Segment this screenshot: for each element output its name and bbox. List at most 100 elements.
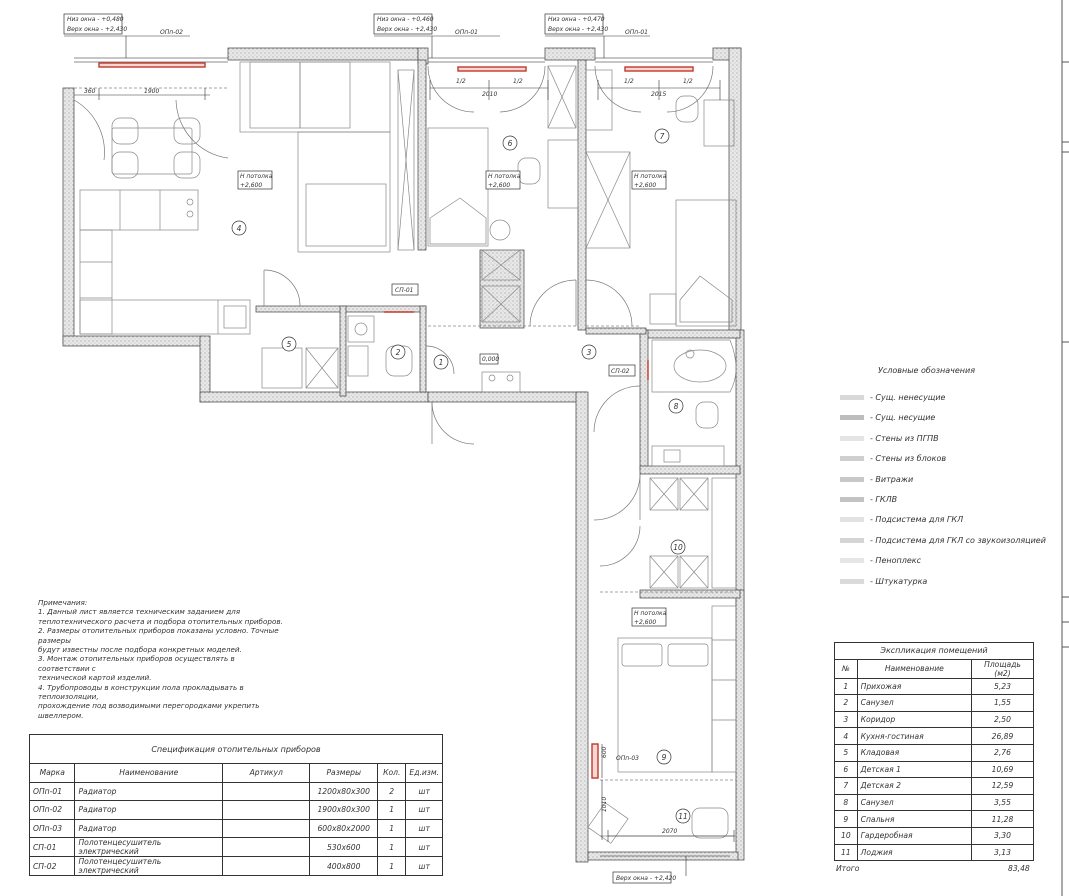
notes: Примечания: 1. Данный лист является техн… [38, 598, 288, 720]
spec-col-mark: Марка [28, 763, 76, 783]
ceiling-title-7: Н потолка [634, 173, 667, 180]
legend-swatch [840, 395, 864, 400]
legend-title: Условные обозначения [878, 366, 976, 375]
explication-cell: 12,59 [970, 777, 1035, 795]
legend-item: - Подсистема для ГКЛ со звукоизоляцией [840, 536, 1060, 546]
spec-cell: шт [405, 837, 443, 857]
legend-label: - Стены из ПГПВ [870, 433, 939, 443]
explication-cell: 1 [834, 677, 858, 696]
explication-cell: 1,55 [970, 694, 1035, 712]
legend-label: - Сущ. несущие [870, 413, 936, 423]
explication-cell: 2 [834, 694, 858, 712]
legend-label: - Подсистема для ГКЛ со звукоизоляцией [870, 535, 1046, 545]
spec-cell: 1900x80x300 [309, 800, 379, 820]
legend-label: - Пеноплекс [870, 556, 921, 566]
room-number-3: 3 [587, 348, 592, 357]
explication-cell: 3,13 [970, 843, 1035, 862]
spec-cell: шт [405, 781, 443, 801]
ceiling-title-4: Н потолка [240, 173, 273, 180]
ceiling-title-6: Н потолка [488, 173, 521, 180]
spec-table: Спецификация отопительных приборов Марка… [28, 734, 443, 876]
dim-half-d: 1/2 [683, 78, 693, 85]
explication-cell: Детская 1 [856, 760, 972, 779]
legend-label: - Сущ. ненесущие [870, 393, 946, 402]
room-number-8: 8 [674, 402, 679, 411]
notes-title: Примечания: [38, 598, 88, 607]
dim-2010: 2010 [482, 91, 497, 98]
explication-cell: 3 [834, 710, 858, 729]
explication-cell: 4 [834, 727, 858, 745]
spec-cell [222, 818, 311, 838]
legend-label: - Стены из блоков [870, 454, 947, 464]
spec-cell: Полотенцесушитель электрический [74, 837, 224, 857]
window-label-1-low: Низ окна - +0,480 [67, 16, 124, 23]
radiator-op01-room6 [457, 66, 527, 72]
legend-swatch [840, 517, 864, 523]
dim-360: 360 [84, 88, 96, 95]
radiators [98, 62, 694, 779]
legend-swatch [840, 456, 864, 462]
expl-col-area: Площадь (м2) [970, 658, 1035, 679]
spec-cell: 1 [377, 800, 407, 820]
explication-cell: 6 [834, 760, 858, 779]
legend-item: - Витражи [840, 475, 1060, 485]
spec-cell: СП-02 [28, 856, 76, 876]
legend-item: - Пеноплекс [840, 556, 1060, 566]
window-mark-2: ОПп-01 [455, 29, 478, 36]
note-2: 2. Размеры отопительных приборов показан… [38, 626, 279, 655]
bottom-window-label: Верх окна - +2,420 [616, 875, 676, 882]
legend-label: - Витражи [870, 474, 914, 484]
explication-cell: 10,69 [970, 760, 1035, 779]
dim-1900: 1900 [144, 88, 159, 95]
explication-cell: 2,50 [970, 710, 1035, 729]
spec-cell: 530x600 [309, 837, 379, 857]
ceiling-value-4: +2,600 [240, 182, 262, 189]
room-circles [231, 128, 691, 824]
spec-cell: Радиатор [74, 781, 224, 801]
spec-col-article: Артикул [222, 763, 311, 783]
legend-item: - Сущ. несущие [840, 413, 1060, 423]
legend-swatch [840, 578, 864, 584]
mark-op03: ОПп-03 [616, 755, 639, 762]
spec-cell: 1 [377, 856, 407, 876]
legend-swatch [840, 558, 864, 564]
legend-item: - Штукатурка [840, 577, 1060, 587]
explication-cell: 9 [834, 810, 858, 828]
legend-swatch [840, 435, 864, 441]
radiator-op02 [98, 62, 206, 68]
explication-cell: Спальня [856, 810, 972, 828]
spec-col-qty: Кол. [377, 763, 407, 783]
legend-swatch [840, 537, 864, 543]
spec-cell: 400x800 [309, 856, 379, 876]
dimension-lines [64, 35, 735, 876]
explication-cell: Коридор [856, 710, 972, 729]
explication-title: Экспликация помещений [834, 642, 1034, 660]
ceiling-value-9: +2,600 [634, 619, 656, 626]
legend-item: - Подсистема для ГКЛ [840, 515, 1060, 525]
spec-cell: ОПп-02 [28, 800, 76, 820]
spec-cell: 1 [377, 818, 407, 838]
furniture [79, 61, 737, 844]
legend-label: - ГКЛВ [870, 495, 898, 504]
spec-cell: 1 [377, 837, 407, 857]
explication-cell: 10 [834, 826, 858, 845]
level-mark: 0,000 [482, 356, 499, 363]
room-number-5: 5 [287, 340, 292, 349]
window-mark-1: ОПп-02 [160, 29, 183, 36]
window-mark-3: ОПп-01 [625, 29, 648, 36]
spec-cell [222, 800, 311, 820]
label-boxes [63, 13, 672, 884]
spec-title: Спецификация отопительных приборов [29, 734, 443, 764]
walls [62, 47, 745, 863]
window-label-2-low: Низ окна - +0,460 [377, 16, 434, 23]
